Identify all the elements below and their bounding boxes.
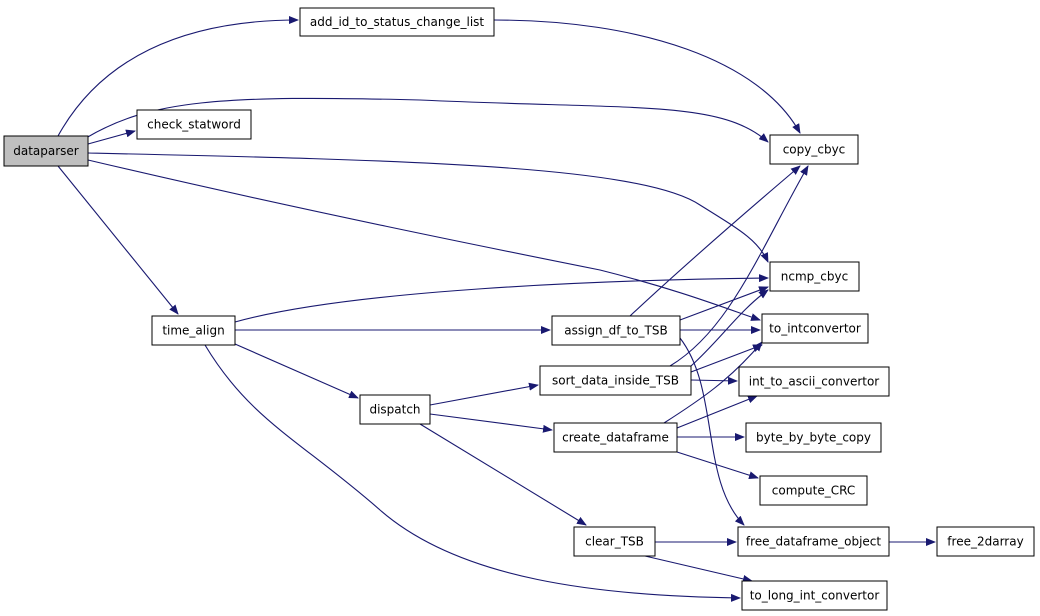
node-label: assign_df_to_TSB bbox=[564, 324, 667, 338]
edge-sort_data-to-ncmp_cbyc bbox=[690, 289, 769, 367]
node-label: check_statword bbox=[147, 118, 241, 132]
edge-dispatch-to-sort_data bbox=[429, 382, 539, 406]
edge-dataparser-to-time_align bbox=[57, 165, 179, 315]
node-box[interactable] bbox=[553, 422, 678, 453]
node-box[interactable] bbox=[769, 261, 860, 292]
node-label: clear_TSB bbox=[585, 535, 644, 549]
node-add_id[interactable]: add_id_to_status_change_list bbox=[299, 7, 495, 37]
node-label: int_to_ascii_convertor bbox=[749, 375, 880, 389]
node-sort_data[interactable]: sort_data_inside_TSB bbox=[539, 365, 692, 396]
node-box[interactable] bbox=[573, 526, 656, 557]
edge-add_id-to-copy_cbyc bbox=[493, 19, 801, 134]
node-to_intconvertor[interactable]: to_intconvertor bbox=[761, 313, 869, 344]
node-byte_copy[interactable]: byte_by_byte_copy bbox=[745, 422, 882, 453]
nodes-layer: dataparser add_id_to_status_change_listch… bbox=[3, 7, 1035, 611]
node-label: sort_data_inside_TSB bbox=[552, 374, 679, 388]
edge-time_align-to-dispatch bbox=[234, 343, 359, 399]
edge-dataparser-to-add_id bbox=[57, 16, 299, 137]
node-box[interactable] bbox=[936, 526, 1035, 557]
node-box[interactable] bbox=[539, 365, 692, 396]
node-label: byte_by_byte_copy bbox=[756, 431, 871, 445]
node-to_long[interactable]: to_long_int_convertor bbox=[741, 580, 888, 611]
node-box[interactable] bbox=[359, 394, 431, 425]
node-box[interactable] bbox=[761, 313, 869, 344]
node-assign_df[interactable]: assign_df_to_TSB bbox=[551, 315, 681, 346]
node-box[interactable] bbox=[151, 315, 236, 346]
node-box[interactable] bbox=[745, 422, 882, 453]
node-time_align[interactable]: time_align bbox=[151, 315, 236, 346]
node-box[interactable] bbox=[136, 109, 252, 140]
edge-create_df-to-to_intconvertor bbox=[663, 341, 763, 424]
node-box[interactable] bbox=[551, 315, 681, 346]
edge-assign_df-to-free_df bbox=[679, 337, 745, 526]
node-compute_crc[interactable]: compute_CRC bbox=[759, 475, 868, 506]
node-ncmp_cbyc[interactable]: ncmp_cbyc bbox=[769, 261, 860, 292]
node-label: add_id_to_status_change_list bbox=[310, 15, 485, 29]
node-label: to_intconvertor bbox=[769, 322, 861, 336]
node-check_statword[interactable]: check_statword bbox=[136, 109, 252, 140]
node-label: compute_CRC bbox=[772, 484, 855, 498]
node-box[interactable] bbox=[3, 135, 89, 167]
node-box[interactable] bbox=[299, 7, 495, 37]
edge-sort_data-to-int_to_ascii bbox=[690, 376, 738, 385]
edge-dataparser-to-ncmp_cbyc bbox=[87, 152, 769, 263]
edges-layer bbox=[57, 16, 936, 602]
edge-dispatch-to-clear_tsb bbox=[419, 423, 587, 526]
node-dispatch[interactable]: dispatch bbox=[359, 394, 431, 425]
node-label: ncmp_cbyc bbox=[781, 270, 848, 284]
edge-assign_df-to-copy_cbyc bbox=[629, 165, 801, 317]
node-label: to_long_int_convertor bbox=[750, 589, 880, 603]
node-box[interactable] bbox=[769, 134, 859, 165]
node-label: free_2darray bbox=[947, 535, 1023, 549]
node-free_2darray[interactable]: free_2darray bbox=[936, 526, 1035, 557]
node-label: copy_cbyc bbox=[783, 143, 846, 157]
edge-sort_data-to-to_intconvertor bbox=[690, 344, 763, 373]
node-box[interactable] bbox=[759, 475, 868, 506]
node-free_df[interactable]: free_dataframe_object bbox=[737, 526, 890, 557]
edge-clear_tsb-to-to_long bbox=[644, 555, 753, 583]
node-box[interactable] bbox=[738, 366, 890, 397]
node-box[interactable] bbox=[737, 526, 890, 557]
node-int_to_ascii[interactable]: int_to_ascii_convertor bbox=[738, 366, 890, 397]
edge-sort_data-to-copy_cbyc bbox=[669, 165, 809, 367]
node-label: free_dataframe_object bbox=[746, 535, 882, 549]
node-clear_tsb[interactable]: clear_TSB bbox=[573, 526, 656, 557]
node-box[interactable] bbox=[741, 580, 888, 611]
edge-time_align-to-ncmp_cbyc bbox=[234, 274, 769, 323]
edge-create_df-to-compute_crc bbox=[676, 451, 759, 480]
node-label: create_dataframe bbox=[562, 431, 669, 445]
edge-create_df-to-int_to_ascii bbox=[676, 395, 758, 429]
node-copy_cbyc[interactable]: copy_cbyc bbox=[769, 134, 859, 165]
node-dataparser[interactable]: dataparser bbox=[3, 135, 89, 167]
edge-assign_df-to-ncmp_cbyc bbox=[679, 286, 769, 321]
node-label: dispatch bbox=[369, 403, 420, 417]
node-create_df[interactable]: create_dataframe bbox=[553, 422, 678, 453]
edge-dataparser-to-to_intconvertor bbox=[87, 159, 761, 321]
edge-time_align-to-to_long bbox=[204, 344, 741, 602]
node-label: time_align bbox=[162, 324, 224, 338]
node-label: dataparser bbox=[13, 144, 79, 158]
edge-dispatch-to-create_df bbox=[429, 413, 553, 433]
edge-dataparser-to-check_statword bbox=[87, 129, 136, 145]
